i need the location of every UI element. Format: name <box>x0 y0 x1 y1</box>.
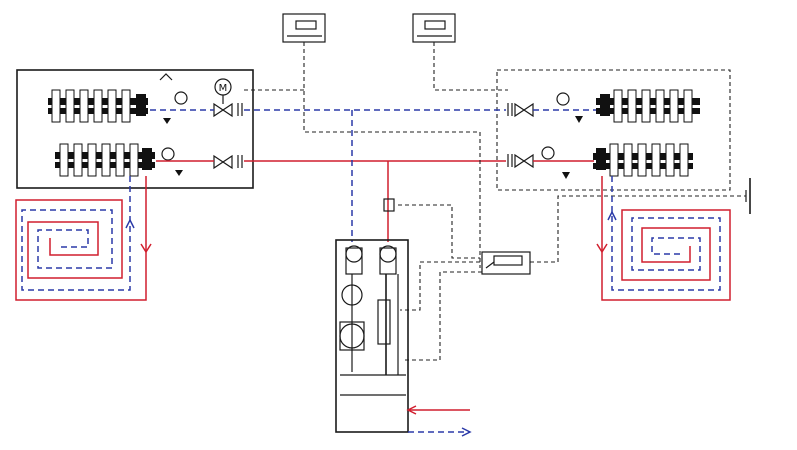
left-distribution-cabinet <box>16 69 254 189</box>
left-upper-manifold-icon <box>48 89 148 123</box>
right-underfloor-loop-icon <box>596 176 731 301</box>
room-thermostat-left-icon <box>282 13 326 43</box>
right-pumps-icon <box>541 92 583 179</box>
left-lower-manifold-icon <box>55 143 155 177</box>
left-lower-valve-icon <box>213 154 233 170</box>
boiler-unit-icon <box>335 239 409 433</box>
left-mixing-valve-icon <box>213 102 233 118</box>
right-distribution-cabinet <box>496 69 731 191</box>
left-underfloor-loop-icon <box>15 176 152 301</box>
right-mixing-valve-icon <box>514 102 534 118</box>
flow-temperature-sensor-icon <box>383 198 395 212</box>
left-flanges <box>237 103 243 168</box>
room-thermostat-right-icon <box>412 13 456 43</box>
right-lower-manifold-icon <box>593 143 693 177</box>
left-pumps-icon <box>159 73 188 176</box>
controller-icon <box>481 251 531 275</box>
right-flanges <box>507 103 513 167</box>
right-upper-manifold-icon <box>596 89 700 123</box>
left-motor-actuator-icon: M <box>214 78 232 104</box>
control-wiring <box>244 42 746 361</box>
outdoor-sensor-icon <box>745 178 751 214</box>
left-motor-label: M <box>219 83 228 94</box>
right-lower-valve-icon <box>514 153 534 169</box>
boiler-supply-arrows <box>406 405 472 437</box>
